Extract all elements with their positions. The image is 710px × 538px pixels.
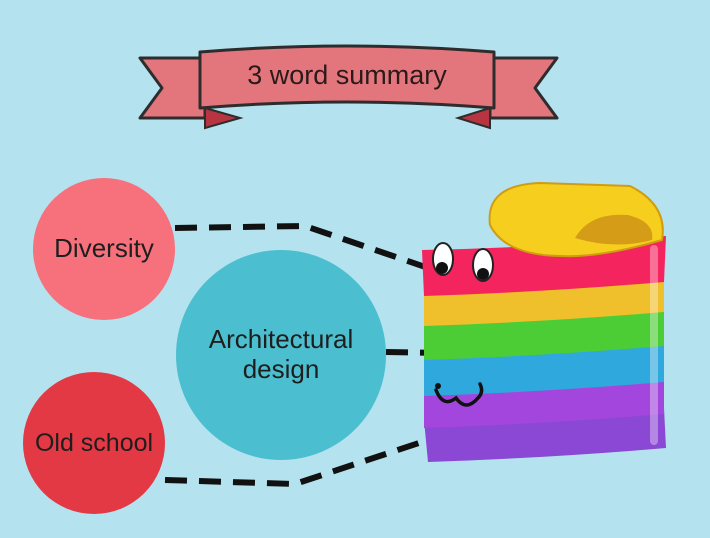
architectural-design-label: Architectural design <box>176 250 386 460</box>
smile-icon <box>434 382 484 407</box>
left-pupil <box>436 262 448 274</box>
connector-old-school <box>164 433 441 488</box>
stack-highlight <box>650 245 658 445</box>
banner-left-fold <box>204 106 244 130</box>
diversity-label-text: Diversity <box>54 233 154 264</box>
banner-right-tail <box>488 56 559 120</box>
old-school-label: Old school <box>23 372 165 514</box>
smile-dot <box>435 383 441 389</box>
diversity-label: Diversity <box>33 178 175 320</box>
title-banner <box>138 44 559 130</box>
right-pupil <box>477 268 489 280</box>
banner-left-tail <box>138 56 207 120</box>
circle-diversity <box>33 178 175 320</box>
banner-center <box>198 44 496 110</box>
old-school-label-text: Old school <box>34 428 154 457</box>
circle-old-school <box>23 372 165 514</box>
architectural-design-label-text: Architectural design <box>208 324 354 384</box>
connector-diversity <box>174 222 441 275</box>
banner-title: 3 word summary <box>247 59 447 90</box>
stack-top-opening <box>575 214 653 245</box>
banner-right-fold <box>454 106 491 130</box>
circle-architectural-design <box>176 250 386 460</box>
rainbow-stack-illustration <box>422 181 666 462</box>
